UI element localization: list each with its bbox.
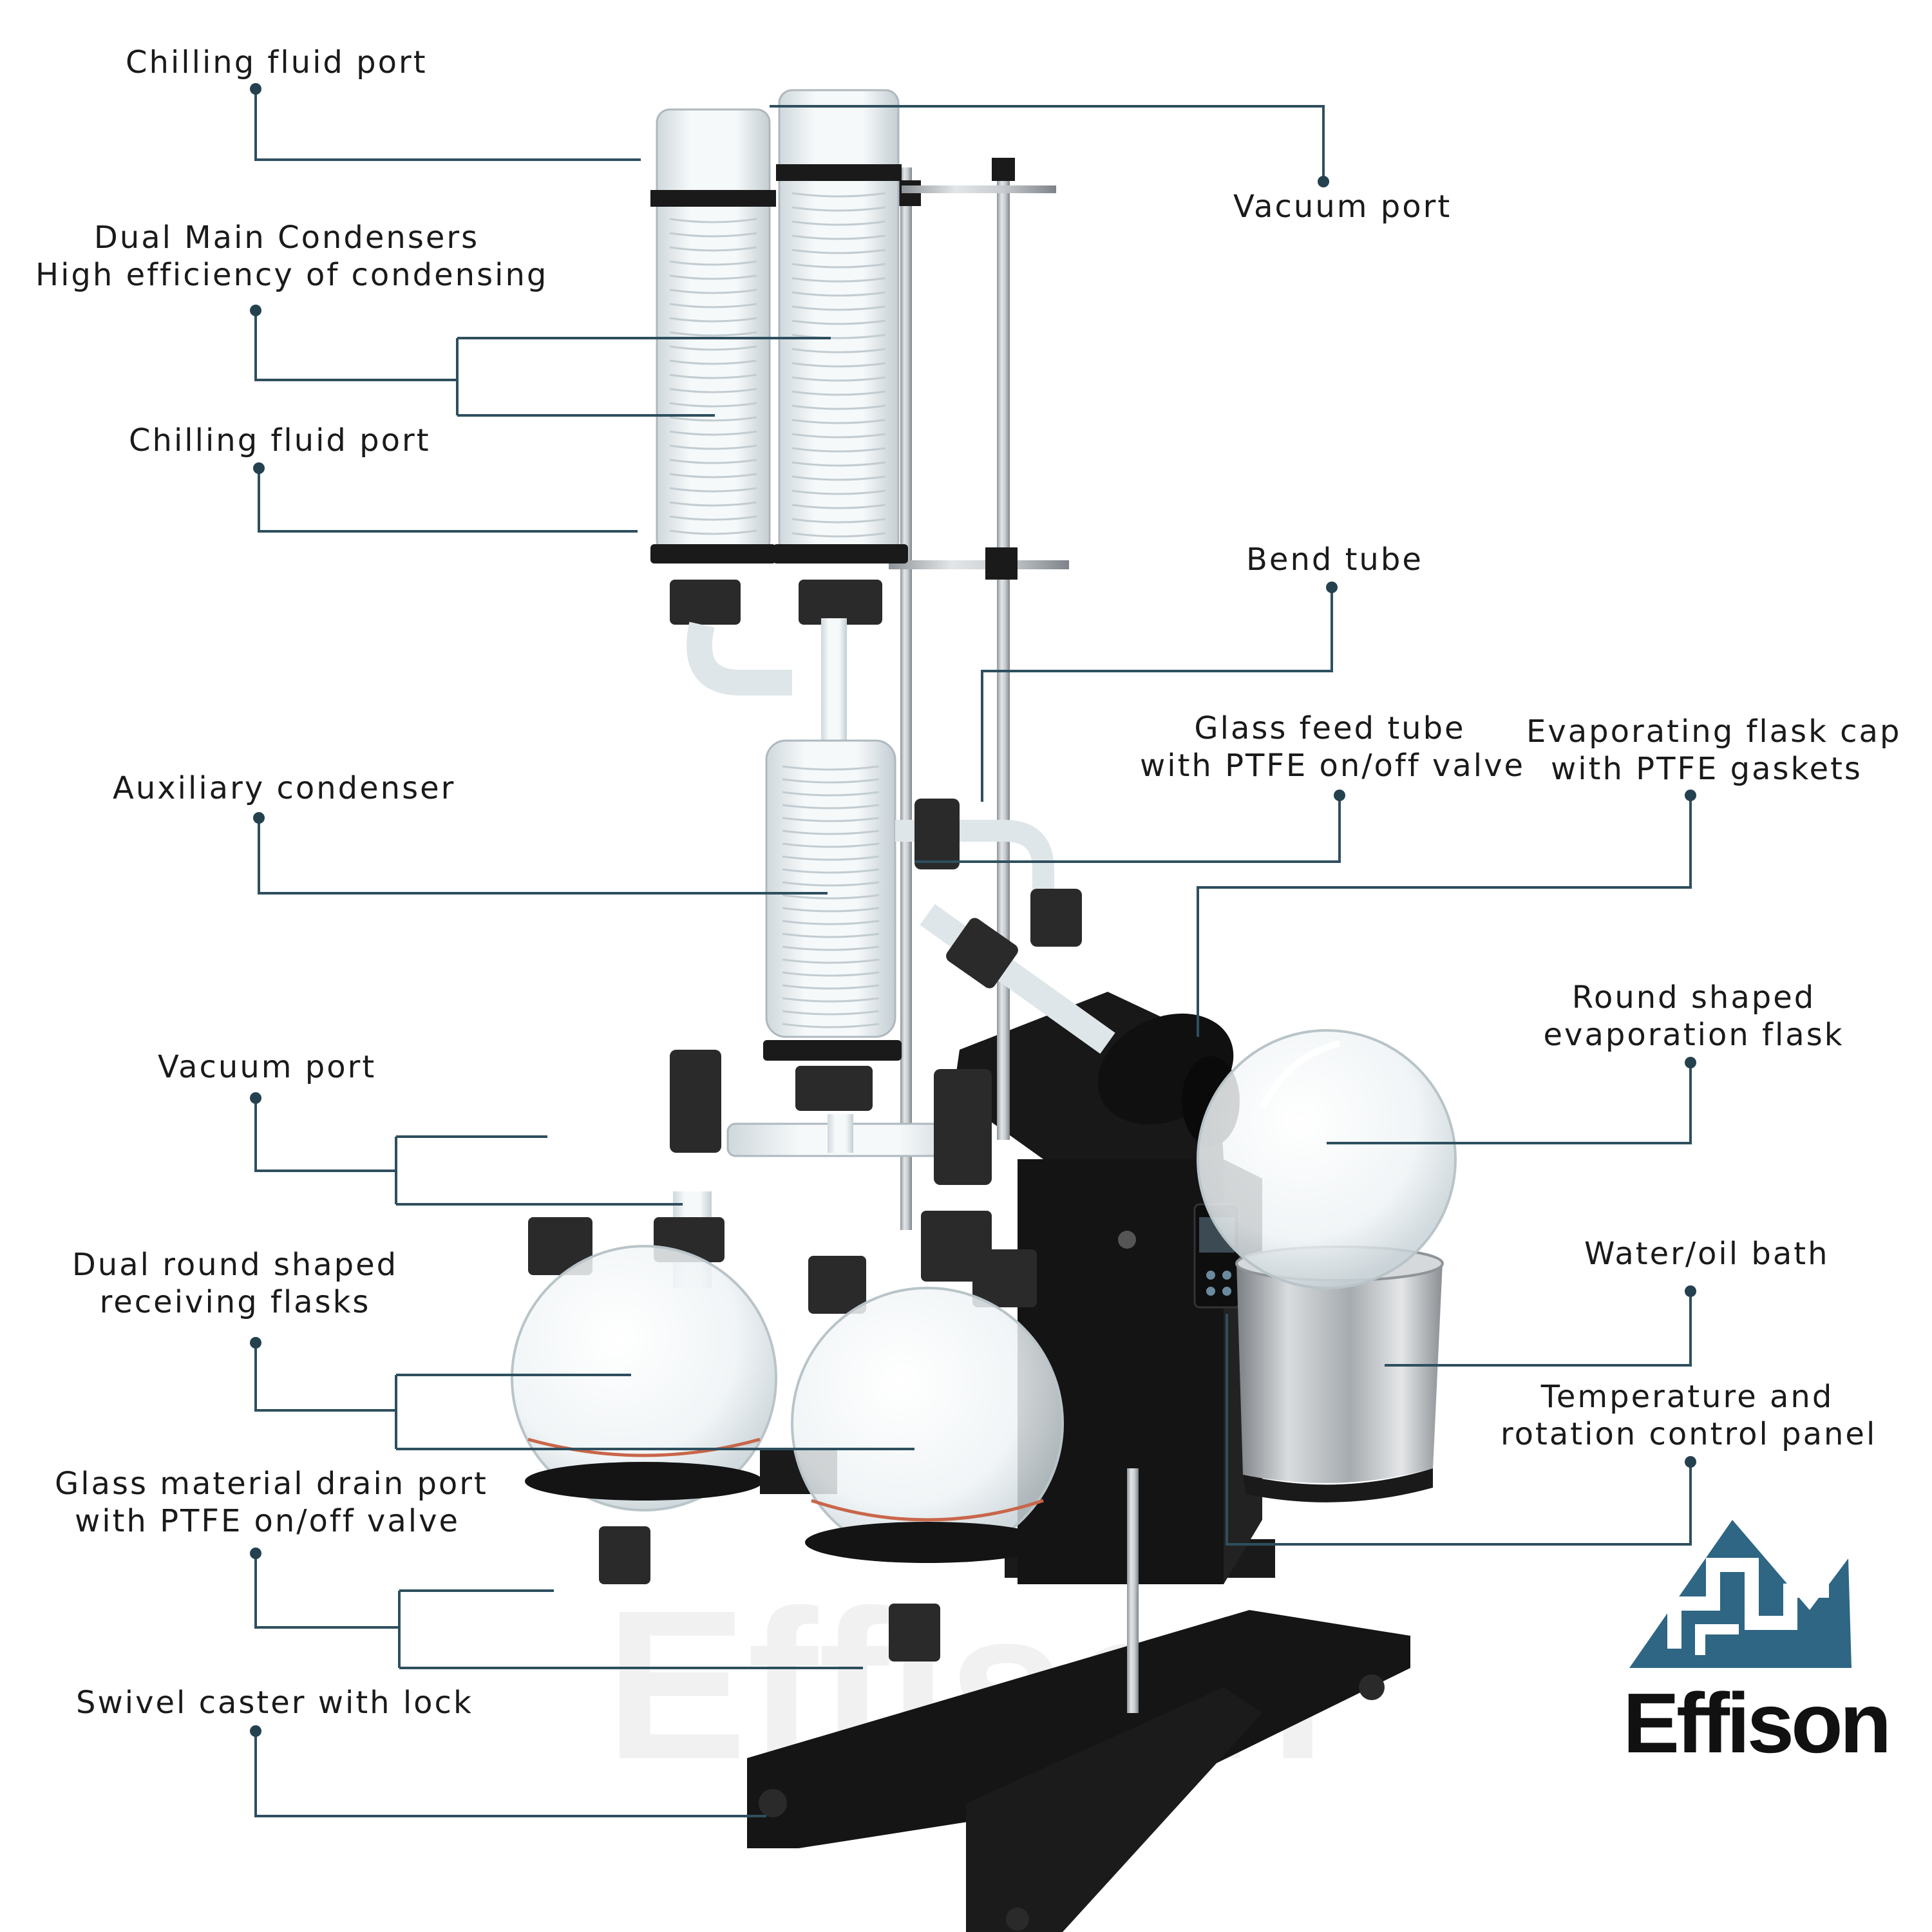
label-evaporating-flask-cap-line2: with PTFE gaskets <box>1551 751 1862 787</box>
label-round-flask-line1: Round shaped <box>1571 980 1816 1016</box>
label-swivel-caster: Swivel caster with lock <box>76 1685 473 1721</box>
leader-dot-3 <box>253 462 265 474</box>
label-receiving-flasks-line1: Dual round shaped <box>71 1247 399 1283</box>
leader-dot-14 <box>250 1725 261 1737</box>
leader-water-bath <box>1385 1291 1692 1367</box>
leader-dot-13 <box>250 1548 261 1559</box>
label-auxiliary-condenser: Auxiliary condenser <box>113 770 456 806</box>
bend-and-feed-tubes <box>895 799 1115 1054</box>
label-control-panel: Temperature and rotation control panel <box>1501 1378 1877 1453</box>
leader-dot-9 <box>250 1092 261 1104</box>
label-glass-feed-tube: Glass feed tube with PTFE on/off valve <box>1140 710 1526 784</box>
label-bend-tube: Bend tube <box>1246 542 1423 578</box>
label-glass-feed-tube-line2: with PTFE on/off valve <box>1140 748 1526 784</box>
leader-dot-8 <box>1685 1057 1696 1068</box>
label-vacuum-port-top: Vacuum port <box>1233 189 1452 225</box>
leader-swivel-caster <box>254 1731 766 1817</box>
leader-lines <box>250 83 1696 1817</box>
leader-vacuum-top <box>770 105 1325 182</box>
label-drain-port-line1: Glass material drain port <box>55 1466 488 1502</box>
leader-aux-condenser <box>258 818 828 895</box>
leader-receiving-a <box>254 1343 396 1412</box>
leader-dot-1 <box>1318 176 1329 187</box>
label-dual-main-condensers-line1: Dual Main Condensers <box>93 220 480 256</box>
label-round-flask: Round shaped evaporation flask <box>1533 979 1855 1054</box>
leader-condensers-a <box>254 310 457 381</box>
label-chilling-fluid-port-mid: Chilling fluid port <box>129 422 431 459</box>
leader-chilling-mid <box>258 468 638 533</box>
auxiliary-condenser <box>763 618 902 1111</box>
label-control-panel-line1: Temperature and <box>1540 1379 1834 1415</box>
brand-name: Effison <box>1623 1676 1891 1770</box>
label-evaporating-flask-cap: Evaporating flask cap with PTFE gaskets <box>1526 713 1902 788</box>
label-dual-main-condensers-line2: High efficiency of condensing <box>35 257 549 293</box>
label-evaporating-flask-cap-line1: Evaporating flask cap <box>1526 714 1902 750</box>
label-chilling-fluid-port-top: Chilling fluid port <box>126 44 428 80</box>
label-receiving-flasks: Dual round shaped receiving flasks <box>71 1246 399 1321</box>
leader-dot-10 <box>1685 1285 1696 1297</box>
label-glass-feed-tube-line1: Glass feed tube <box>1194 710 1466 746</box>
evaporation-flask <box>1197 1029 1457 1289</box>
label-vacuum-port-left: Vacuum port <box>158 1049 377 1085</box>
leader-round-flask <box>1327 1063 1692 1144</box>
label-round-flask-line2: evaporation flask <box>1543 1017 1844 1053</box>
label-control-panel-line2: rotation control panel <box>1501 1416 1877 1452</box>
leader-dot-6 <box>1685 790 1696 801</box>
receiving-flasks <box>511 1191 1064 1662</box>
leader-dot-4 <box>1326 582 1338 593</box>
leader-dot-2 <box>250 305 261 316</box>
leader-flask-cap <box>1197 795 1692 1037</box>
leader-control-panel <box>1226 1314 1692 1546</box>
leader-dot-7 <box>253 812 265 824</box>
leader-dot-11 <box>250 1337 261 1349</box>
leader-glass-feed <box>914 795 1341 863</box>
label-receiving-flasks-line2: receiving flasks <box>99 1284 371 1320</box>
receiving-manifold <box>670 1050 992 1185</box>
leader-bend-tube <box>981 587 1333 802</box>
leader-dot-12 <box>1685 1456 1696 1468</box>
leader-chilling-top <box>254 89 641 161</box>
leader-drain-a <box>254 1553 399 1629</box>
dual-main-condensers <box>650 89 908 696</box>
effison-logo-icon <box>1629 1520 1852 1668</box>
leader-vacuum-left-a <box>254 1098 396 1172</box>
label-dual-main-condensers: Dual Main Condensers High efficiency of … <box>35 219 549 294</box>
leader-dot-0 <box>250 83 261 95</box>
label-drain-port-line2: with PTFE on/off valve <box>74 1503 460 1539</box>
leader-dot-5 <box>1334 790 1345 801</box>
label-drain-port: Glass material drain port with PTFE on/o… <box>55 1465 488 1540</box>
support-rods <box>889 158 1139 1713</box>
label-water-oil-bath: Water/oil bath <box>1584 1236 1830 1272</box>
